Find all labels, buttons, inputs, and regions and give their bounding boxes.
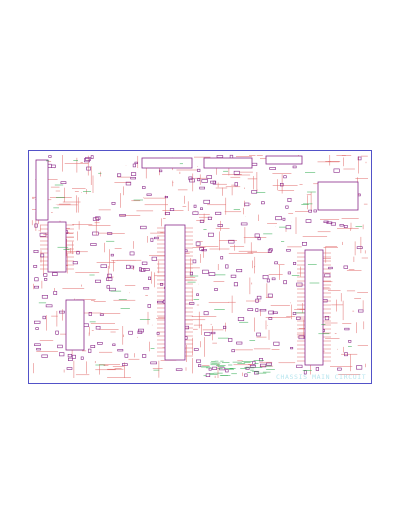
drawing-frame xyxy=(28,150,372,384)
connector-right-top xyxy=(317,181,359,211)
ic-main-processor xyxy=(164,224,186,361)
connector-left xyxy=(35,159,49,221)
ic-right xyxy=(304,249,324,366)
ic-lower-left xyxy=(65,299,85,351)
connector-top-2 xyxy=(203,157,253,169)
title-block: CHASSIS MAIN CIRCUIT xyxy=(276,373,367,381)
connector-top-3 xyxy=(265,155,303,165)
net-labels xyxy=(38,160,363,377)
connector-top-1 xyxy=(141,157,193,169)
